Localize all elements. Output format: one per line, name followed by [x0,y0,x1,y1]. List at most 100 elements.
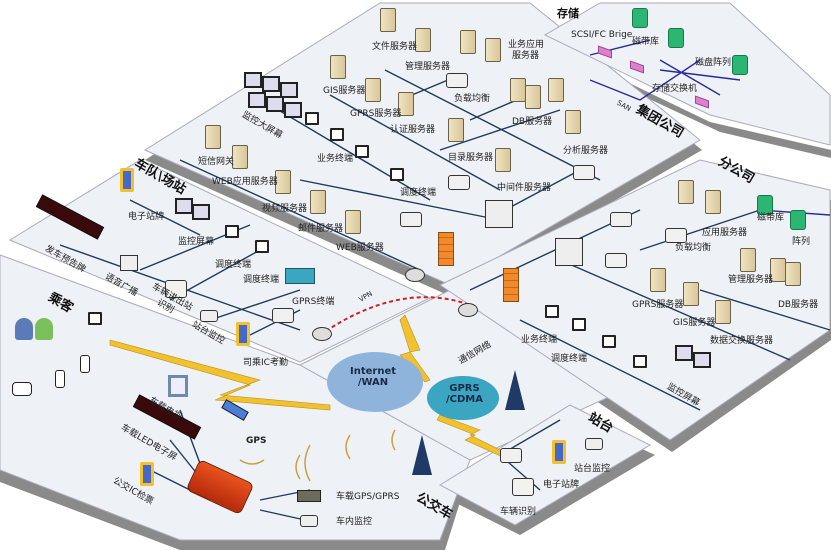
app-server-icon [485,38,501,62]
sms-gateway-label: 短信网关 [198,157,235,167]
branch-app-server-icon [678,180,694,204]
mail-server-icon [310,190,326,214]
passenger-pc-icon [88,312,102,325]
e-sign-icon [120,168,134,192]
biz-app-server-label-1: 业务应用 [508,40,545,50]
cell-tower-icon [505,370,525,410]
web-app-server-icon [232,145,248,169]
branch-db-server-label: DB服务器 [778,300,819,310]
bus-tv-icon [168,375,188,397]
branch-tape-library-label: 磁带库 [757,213,785,223]
auth-server-icon [398,92,414,116]
web-server-label: WEB服务器 [336,243,384,253]
gprs-server-label: GPRS服务器 [350,109,402,119]
passenger-icon [35,318,53,340]
data-exchange-server-icon [715,300,731,324]
storage-switch-label: 存储交换机 [652,84,698,94]
gis-server-icon [330,55,346,79]
branch-dispatch-terminal-label: 调度终端 [551,354,588,364]
gprs-server-icon [365,78,381,102]
video-server-icon [275,170,291,194]
core-switch-icon [485,200,513,228]
station-camera-icon [585,438,603,450]
analysis-server-label: 分析服务器 [563,146,609,156]
load-balance-label: 负载均衡 [454,94,491,104]
file-server-icon [380,8,396,32]
video-wall-icon [248,92,266,108]
e-sign-label: 电子站牌 [128,212,165,222]
branch-monitor-screen-icon [693,352,711,368]
bus-gps-gprs-label: 车载GPS/GPRS [336,492,400,502]
vehicle-id-icon [165,280,187,298]
ic-attendance-icon [236,322,250,346]
branch-array-label: 阵列 [792,237,811,247]
cell-tower-icon [412,435,432,475]
platform-camera-icon [200,310,218,322]
branch-core-switch-icon [555,238,583,266]
branch-switch-icon [610,212,632,227]
branch-tape-library-icon [757,195,773,215]
branch-db-server-icon [785,262,801,286]
biz-terminal-label: 业务终端 [317,154,354,164]
terminal-icon [330,128,344,141]
station-monitor-label: 站台监控 [574,464,611,474]
data-exchange-server-label: 数据交换服务器 [710,336,774,346]
middleware-server-label: 中间件服务器 [497,183,552,193]
firewall-icon [503,268,519,302]
db-server-icon [525,85,541,109]
branch-terminal-icon [602,335,616,348]
gprs-cdma-label: GPRS /CDMA [446,383,483,405]
branch-mgmt-server-label: 管理服务器 [728,275,774,285]
internet-wan-label: Internet /WAN [350,366,397,388]
gprs-terminal-label: GPRS终端 [292,297,335,307]
biz-app-server-label-2: 服务器 [512,51,540,61]
branch-biz-terminal-label: 业务终端 [521,335,558,345]
bus-gps-gprs-icon [297,490,321,502]
analysis-server-icon [548,78,564,102]
branch-gprs-server-label: GPRS服务器 [632,300,684,310]
branch-load-balancer-icon [665,228,687,243]
load-balancer-icon [446,73,468,88]
directory-server-icon [448,118,464,142]
router-icon [312,327,332,341]
disk-array-icon [668,28,684,48]
station-e-sign-label: 电子站牌 [543,480,580,490]
internet-cloud [327,352,423,412]
branch-gis-server-icon [683,282,699,306]
firewall-icon [438,232,454,266]
telephone-icon [12,382,32,396]
app-server-icon [460,30,476,54]
station-vehicle-id-icon [512,478,534,496]
tape-library-icon [632,8,648,28]
disk-array-label: 磁盘阵列 [695,58,732,68]
fleet-monitor-screen-label: 监控屏幕 [178,237,215,247]
fleet-dispatch-terminal-label-1: 调度终端 [215,260,252,270]
station-e-sign-icon [552,440,566,464]
branch-array-icon [790,210,806,230]
router-icon [458,303,478,317]
terminal-icon [355,145,369,158]
branch-app-server-label: 应用服务器 [702,228,748,238]
gprs-cloud [427,376,499,420]
mobile-phone-icon [80,355,90,373]
ic-attendance-label: 司乘IC考勤 [243,358,288,368]
branch-switch-icon [605,253,627,268]
branch-terminal-icon [572,318,586,331]
branch-terminal-icon [633,355,647,368]
fleet-terminal-icon [255,240,269,253]
fleet-monitor-screen-icon [192,204,210,220]
gps-label: GPS [246,436,267,446]
branch-monitor-screen-icon [675,345,693,361]
storage-title: 存储 [557,7,579,20]
web-server-icon [345,210,361,234]
gis-server-label: GIS服务器 [323,86,366,96]
bus-camera-label: 车内监控 [336,517,373,527]
video-wall-icon [244,72,262,88]
mgmt-server-icon [415,28,431,52]
san-links [589,39,831,216]
tape-library-label: 磁带库 [632,37,660,47]
platform-branch [438,159,831,441]
directory-server-label: 目录服务器 [448,153,494,163]
bridge-label: SCSI/FC Brige [571,30,633,40]
terminal-icon [305,112,319,125]
